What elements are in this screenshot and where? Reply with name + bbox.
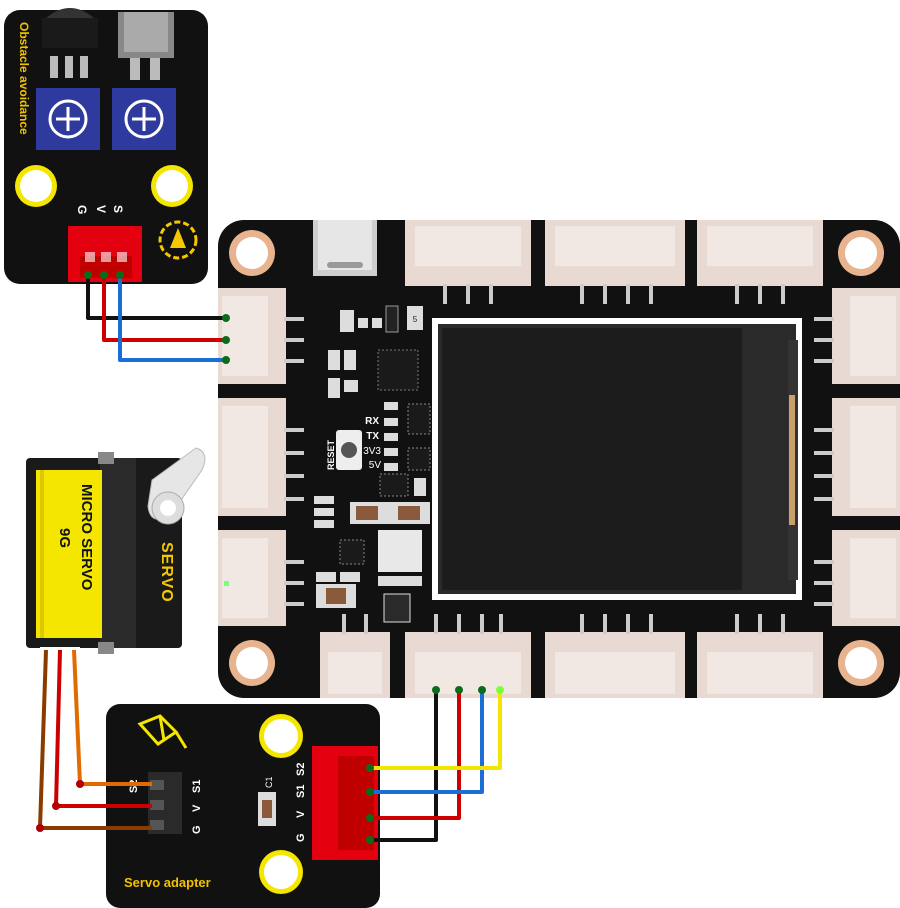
adapter-left-pin-s1: S1 — [191, 780, 203, 793]
wires-adapter-to-board — [366, 686, 504, 844]
connector-left — [218, 288, 304, 384]
connector-right — [814, 398, 900, 516]
servo-horn — [147, 447, 206, 525]
wire-blue — [370, 690, 484, 794]
lcd-screen — [432, 318, 802, 600]
3v3-label: 3V3 — [363, 446, 381, 457]
connector-left — [218, 530, 304, 626]
wire-red — [370, 690, 461, 820]
capacitor — [258, 792, 276, 826]
servo-adapter: Servo adapter G V S1 S2 G V S1 S2 C1 — [106, 704, 380, 908]
chip-mark-label: 5 — [413, 315, 418, 324]
obstacle-module-title: Obstacle avoidance — [17, 22, 31, 135]
servo-adapter-title: Servo adapter — [124, 875, 211, 890]
obstacle-pin-s-label: S — [111, 205, 125, 213]
reset-label: RESET — [326, 439, 336, 470]
5v-label: 5V — [369, 460, 382, 471]
adapter-right-pin-s1: S1 — [295, 785, 307, 798]
adapter-left-pin-s2: S2 — [128, 780, 140, 793]
adapter-logo-icon — [137, 714, 188, 749]
obstacle-avoidance-module: Obstacle avoidance G V S — [4, 8, 208, 284]
smd-components — [314, 305, 431, 623]
connector-top — [697, 220, 823, 304]
tx-label: TX — [366, 431, 379, 442]
adapter-left-pin-g: G — [191, 825, 203, 834]
connector-top — [405, 220, 531, 304]
usb-port — [313, 220, 377, 276]
capacitor-label: C1 — [264, 776, 274, 788]
mounting-hole — [229, 640, 275, 686]
main-board: RESET RX TX 3V3 5V 5 — [218, 220, 900, 698]
obstacle-pin-g-label: G — [75, 205, 89, 214]
wire-blue — [118, 274, 226, 362]
wire-black — [86, 274, 226, 320]
wire-black — [370, 690, 438, 842]
wire-red — [102, 274, 226, 342]
adapter-left-pin-v: V — [191, 804, 203, 812]
mounting-hole — [838, 640, 884, 686]
microcontroller-chip — [377, 349, 419, 391]
wires-obstacle-to-board — [84, 271, 230, 364]
reset-button — [336, 430, 362, 470]
obstacle-pin-v-label: V — [94, 205, 108, 213]
connector-left — [218, 398, 304, 516]
wires-servo-to-adapter — [36, 647, 152, 832]
mounting-hole — [838, 230, 884, 276]
keyestudio-logo-icon — [158, 220, 198, 260]
adapter-right-pin-g: G — [295, 833, 307, 842]
adapter-right-pin-v: V — [295, 810, 307, 818]
connector-right — [814, 530, 900, 626]
connector-bottom — [697, 614, 823, 698]
servo-brand-label: SERVO — [158, 542, 175, 603]
servo-label-line2: 9G — [56, 528, 73, 548]
connector-right — [814, 288, 900, 384]
connector-bottom — [545, 614, 685, 698]
rx-label: RX — [365, 416, 379, 427]
potentiometer — [112, 88, 176, 150]
micro-servo: MICRO SERVO 9G SERVO — [26, 447, 206, 654]
connector-top — [545, 220, 685, 304]
potentiometer — [36, 88, 100, 150]
adapter-right-pin-s2: S2 — [295, 763, 307, 776]
servo-label-line1: MICRO SERVO — [78, 484, 95, 591]
mounting-hole — [229, 230, 275, 276]
wire-yellow — [370, 690, 502, 770]
connector-bottom — [320, 614, 390, 698]
connector-bottom — [405, 614, 531, 698]
